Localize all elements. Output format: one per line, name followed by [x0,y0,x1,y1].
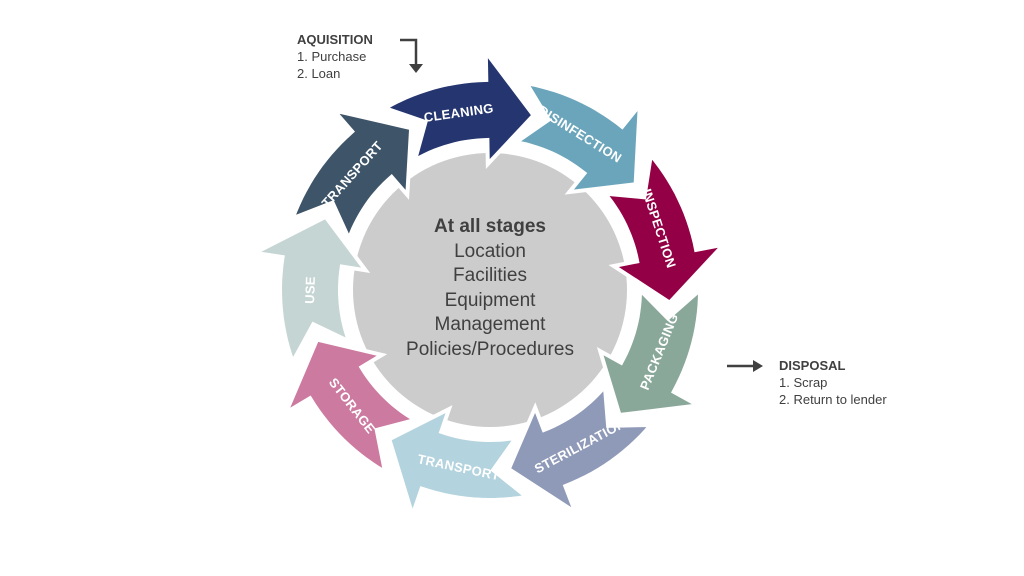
stage-arrow-sterilization [506,381,656,518]
center-text: At all stages Location Facilities Equipm… [360,215,620,362]
center-item: Equipment [444,289,536,311]
disposal-item: 1. Scrap [779,375,828,390]
acquisition-note: AQUISITION 1. Purchase 2. Loan [297,31,373,82]
acquisition-item: 1. Purchase [297,49,367,64]
center-item: Facilities [453,265,527,286]
center-item: Location [454,240,526,262]
disposal-note: DISPOSAL 1. Scrap 2. Return to lender [779,357,887,408]
stage-arrow-transport [386,405,532,522]
disposal-title: DISPOSAL [779,358,846,373]
stage-arrow-transport [289,107,414,244]
stage-arrow-cleaning [380,45,537,169]
acquisition-item: 2. Loan [297,66,341,81]
acquisition-arrowhead-icon [409,64,423,73]
stage-label: USE [302,276,318,304]
center-item: Policies/Procedures [406,338,574,360]
center-item: Management [434,314,546,335]
stage-arrow-use [248,214,371,367]
disposal-item: 2. Return to lender [779,392,887,407]
center-heading: At all stages [434,216,546,237]
acquisition-title: AQUISITION [297,32,373,47]
disposal-arrowhead-icon [753,360,763,372]
stage-arrow-disinfection [510,80,643,195]
acquisition-arrow-icon [400,38,418,66]
stage-arrow-storage [281,337,421,476]
stage-arrow-inspection [600,150,730,306]
center-circle [353,153,627,427]
stage-arrow-packaging [596,285,705,418]
